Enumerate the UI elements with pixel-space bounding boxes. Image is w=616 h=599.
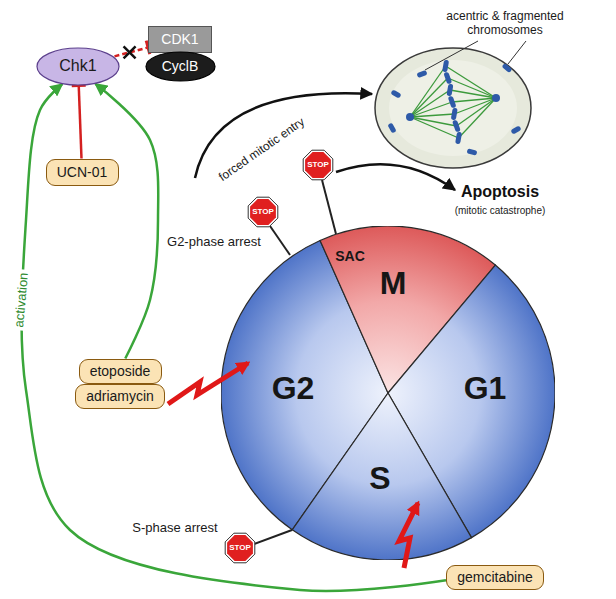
- drug-box: gemcitabine: [446, 565, 544, 590]
- chromosome-fragment: [416, 70, 427, 78]
- phase-label: M: [380, 265, 407, 302]
- stop-rim: [225, 533, 255, 563]
- stop-sign: [225, 533, 255, 563]
- chromosome: [451, 108, 458, 121]
- chromosome-fragment: [510, 125, 521, 134]
- spindle-fiber: [410, 117, 456, 126]
- spindle-group: [387, 60, 521, 156]
- stop-sign: [248, 197, 278, 227]
- chromosome-fragment: [502, 63, 513, 73]
- edge-label: activation: [12, 269, 32, 331]
- phase-label: G2: [272, 370, 315, 407]
- drug-box: UCN-01: [46, 159, 119, 186]
- chromosome-fragment: [390, 89, 401, 98]
- stop-text: STOP: [252, 207, 274, 216]
- spindle-pole: [406, 113, 414, 121]
- node-label: CyclB: [162, 58, 199, 74]
- chromosome-fragment: [467, 148, 478, 155]
- chromosome: [448, 96, 457, 109]
- phase-label: S: [369, 460, 390, 497]
- arrest-label: G2-phase arrest: [167, 235, 261, 250]
- cell-interior: [389, 60, 517, 156]
- chromosome: [443, 72, 452, 85]
- node-label: gemcitabine: [457, 569, 533, 585]
- spindle-pole: [492, 94, 500, 102]
- mitotic-cell: [375, 48, 531, 168]
- stop-signs: [225, 150, 333, 563]
- activation-arrow: [95, 84, 158, 359]
- spindle-fiber: [410, 117, 459, 138]
- apoptosis-arrow: [336, 164, 455, 190]
- phase-label: G1: [464, 370, 507, 407]
- stop-text: STOP: [229, 543, 251, 552]
- node-label: Chk1: [59, 57, 96, 75]
- cdk-box: CDK1: [148, 26, 212, 53]
- stop-face: [250, 199, 276, 225]
- stop-stem: [270, 226, 290, 255]
- chromosome: [446, 84, 453, 97]
- node-label: etoposide: [90, 363, 151, 379]
- drug-box: etoposide: [79, 359, 162, 384]
- leader-line: [508, 41, 526, 64]
- damage-bolt: [168, 363, 248, 404]
- stop-rim: [303, 150, 333, 180]
- stop-face: [305, 152, 331, 178]
- spindle-fiber: [454, 98, 496, 114]
- spindle-fiber: [450, 90, 496, 98]
- callout-text: acentric & fragmented chromosomes: [430, 10, 580, 38]
- spindle-fiber: [448, 78, 496, 98]
- chromosome: [455, 132, 462, 145]
- arrest-label: S-phase arrest: [132, 521, 217, 536]
- node-label: adriamycin: [86, 388, 154, 404]
- chromosome-fragment: [387, 122, 396, 133]
- node-label: UCN-01: [57, 164, 108, 180]
- spindle-fiber: [456, 98, 496, 126]
- leader-line: [425, 41, 478, 70]
- spindle-fiber: [410, 78, 448, 117]
- ellipse-outline: [146, 52, 215, 81]
- spindle-fiber: [446, 66, 496, 98]
- stop-face: [227, 535, 253, 561]
- cyclin-ellipse: CyclB: [145, 51, 216, 82]
- spindle-fiber: [459, 98, 496, 138]
- spindle-fiber: [410, 114, 454, 117]
- node-label: CDK1: [161, 31, 198, 47]
- stop-stem: [322, 180, 336, 234]
- damage-bolt: [399, 503, 418, 568]
- stop-text: STOP: [307, 160, 329, 169]
- ellipse-outline: [37, 48, 119, 85]
- spindle-fiber: [410, 90, 450, 117]
- blocked-cross: [124, 46, 136, 58]
- outcome-note: (mitotic catastrophe): [455, 205, 546, 217]
- chromosome: [452, 120, 461, 133]
- spindle-fiber: [410, 66, 446, 117]
- stop-stem: [254, 530, 292, 544]
- sector-path: [292, 393, 471, 560]
- inhibition-line: [79, 85, 82, 158]
- stop-sign: [303, 150, 333, 180]
- drug-box: adriamycin: [75, 384, 165, 409]
- phase-label: SAC: [335, 248, 365, 264]
- outcome-label: Apoptosis: [461, 183, 539, 201]
- stop-rim: [248, 197, 278, 227]
- chromosome: [442, 60, 449, 73]
- process-label: forced mitotic entry: [217, 115, 308, 184]
- kinase-ellipse: Chk1: [36, 47, 120, 86]
